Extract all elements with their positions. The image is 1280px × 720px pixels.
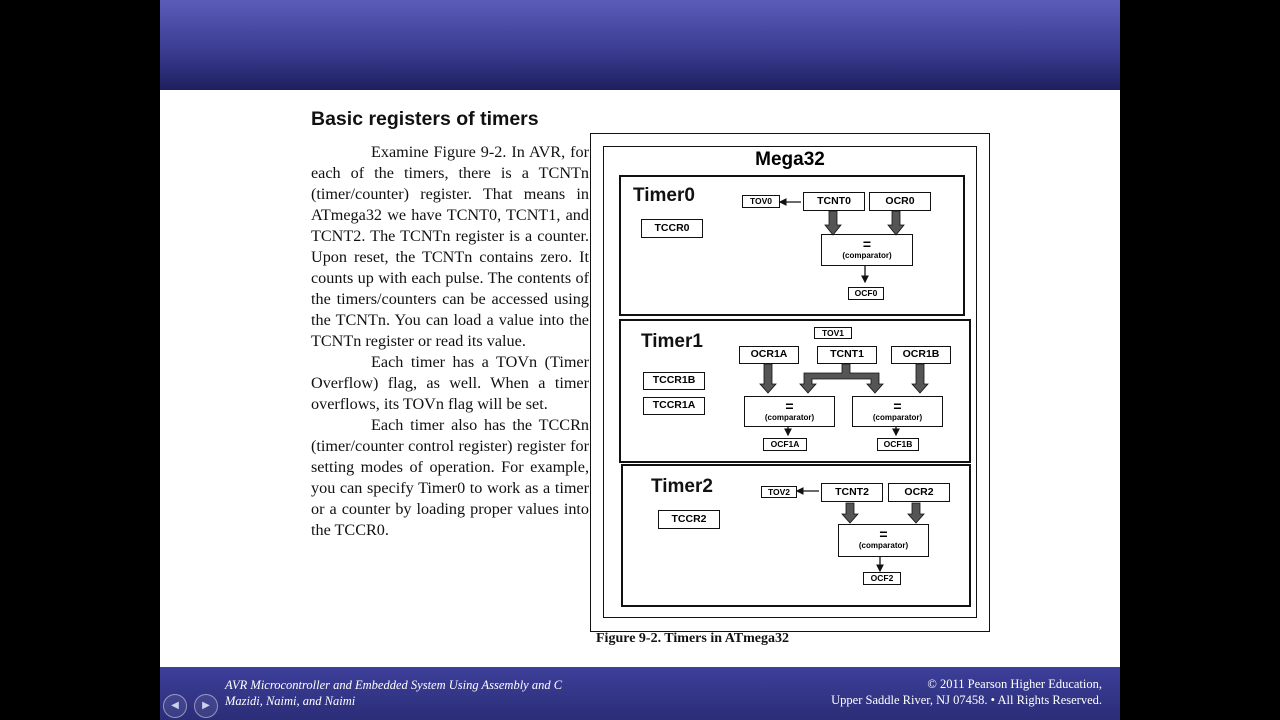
figure-caption: Figure 9-2. Timers in ATmega32: [596, 631, 790, 646]
timer1-label: Timer1: [641, 331, 703, 352]
tcnt1-split-arrows: [799, 363, 884, 394]
body-text: Examine Figure 9-2. In AVR, for each of …: [311, 142, 589, 541]
timer0-box: Timer0 TOV0 TCNT0 OCR0 TCCR0 = (comparat…: [619, 175, 965, 316]
timer2-comparator: = (comparator): [838, 524, 929, 557]
ocf1a-flag: OCF1A: [763, 438, 807, 451]
ocr0-register: OCR0: [869, 192, 931, 211]
ocf1b-flag: OCF1B: [877, 438, 919, 451]
ocr2-register: OCR2: [888, 483, 950, 502]
timer1b-comparator: = (comparator): [852, 396, 943, 427]
ocr2-to-comparator-arrow: [907, 502, 925, 524]
next-slide-icon[interactable]: ▶: [194, 694, 218, 718]
paragraph-2: Each timer has a TOVn (Timer Overflow) f…: [311, 353, 589, 413]
ocr1b-to-comparator-arrow: [911, 363, 929, 394]
footer-copyright-line: © 2011 Pearson Higher Education,: [927, 677, 1102, 691]
comparator-symbol: =: [879, 526, 888, 542]
timer2-label: Timer2: [651, 476, 713, 497]
tcnt0-register: TCNT0: [803, 192, 865, 211]
slide-heading: Basic registers of timers: [311, 108, 539, 130]
mega32-box: Mega32 Timer0 TOV0 TCNT0 OCR0 TCCR0 = (c…: [603, 146, 977, 618]
comparator-label: (comparator): [764, 413, 815, 422]
timer0-label: Timer0: [633, 185, 695, 206]
ocf0-flag: OCF0: [848, 287, 884, 300]
paragraph-3: Each timer also has the TCCRn (timer/cou…: [311, 416, 589, 539]
footer-copyright: © 2011 Pearson Higher Education, Upper S…: [831, 676, 1102, 708]
tcnt2-to-comparator-arrow: [841, 502, 859, 524]
figure-title: Mega32: [755, 149, 825, 170]
timer0-comparator: = (comparator): [821, 234, 913, 266]
tccr2-register: TCCR2: [658, 510, 720, 529]
slide-header-bar: [160, 0, 1120, 90]
footer-address-line: Upper Saddle River, NJ 07458. • All Righ…: [831, 693, 1102, 707]
comparator-symbol: =: [785, 398, 794, 414]
tcnt0-to-comparator-arrow: [824, 210, 842, 236]
tcnt2-register: TCNT2: [821, 483, 883, 502]
comparator-symbol: =: [862, 236, 872, 252]
ocr0-to-comparator-arrow: [887, 210, 905, 236]
figure-arrows: [759, 198, 929, 573]
previous-slide-icon[interactable]: ◀: [163, 694, 187, 718]
ocf2-flag: OCF2: [863, 572, 901, 585]
footer-book-info: AVR Microcontroller and Embedded System …: [225, 677, 562, 709]
ocr1b-register: OCR1B: [891, 346, 951, 364]
tcnt1-register: TCNT1: [817, 346, 877, 364]
tov1-register: TOV1: [814, 327, 852, 339]
footer-authors: Mazidi, Naimi, and Naimi: [225, 694, 356, 708]
tccr1b-register: TCCR1B: [643, 372, 705, 390]
slide-footer-bar: AVR Microcontroller and Embedded System …: [160, 667, 1120, 720]
tccr1a-register: TCCR1A: [643, 397, 705, 415]
comparator-label: (comparator): [842, 251, 892, 260]
timer1a-comparator: = (comparator): [744, 396, 835, 427]
footer-book-title: AVR Microcontroller and Embedded System …: [225, 678, 563, 692]
slide: Basic registers of timers Examine Figure…: [160, 0, 1120, 720]
comparator-label: (comparator): [872, 413, 923, 422]
ocr1a-register: OCR1A: [739, 346, 799, 364]
timer1-box: Timer1 TOV1 OCR1A TCNT1 OCR1B TCCR1B TCC…: [619, 319, 971, 463]
ocr1a-to-comparator-arrow: [759, 363, 777, 394]
paragraph-1: Examine Figure 9-2. In AVR, for each of …: [311, 143, 589, 350]
tccr0-register: TCCR0: [641, 219, 703, 238]
figure-9-2: Mega32 Timer0 TOV0 TCNT0 OCR0 TCCR0 = (c…: [590, 133, 990, 632]
comparator-symbol: =: [893, 398, 902, 414]
comparator-label: (comparator): [858, 541, 909, 550]
